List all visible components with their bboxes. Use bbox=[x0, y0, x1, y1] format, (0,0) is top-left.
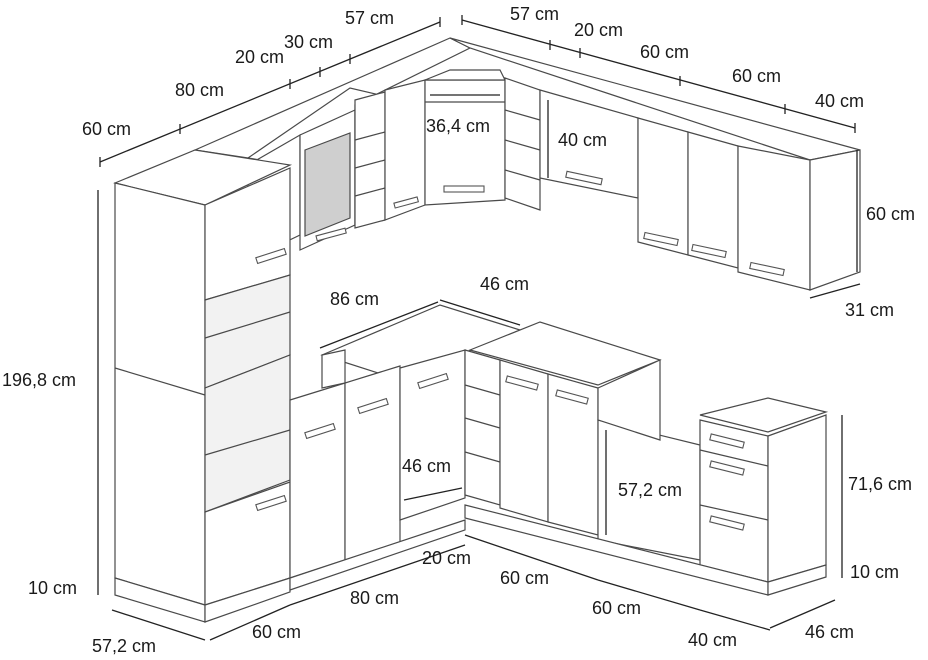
label-counter-86: 86 cm bbox=[330, 289, 379, 309]
label-top-60: 60 cm bbox=[82, 119, 131, 139]
label-right-top-20: 20 cm bbox=[574, 20, 623, 40]
label-base-front-60: 60 cm bbox=[252, 622, 301, 642]
label-base-depth-57-2: 57,2 cm bbox=[92, 636, 156, 656]
label-base-right-40: 40 cm bbox=[688, 630, 737, 650]
label-right-top-60a: 60 cm bbox=[640, 42, 689, 62]
label-right-top-40: 40 cm bbox=[815, 91, 864, 111]
label-corner-36-4: 36,4 cm bbox=[426, 116, 490, 136]
dimension-labels: 57 cm 30 cm 20 cm 80 cm 60 cm 57 cm 20 c… bbox=[2, 4, 915, 656]
label-top-80: 80 cm bbox=[175, 80, 224, 100]
label-wall-depth-31: 31 cm bbox=[845, 300, 894, 320]
label-base-right-60a: 60 cm bbox=[500, 568, 549, 588]
label-inner-57-2: 57,2 cm bbox=[618, 480, 682, 500]
label-base-right-46: 46 cm bbox=[805, 622, 854, 642]
wall-cabinets-right bbox=[449, 37, 861, 291]
label-right-top-60b: 60 cm bbox=[732, 66, 781, 86]
label-plinth-left-10: 10 cm bbox=[28, 578, 77, 598]
label-counter-46: 46 cm bbox=[480, 274, 529, 294]
label-base-height-71-6: 71,6 cm bbox=[848, 474, 912, 494]
label-base-right-60b: 60 cm bbox=[592, 598, 641, 618]
label-top-20: 20 cm bbox=[235, 47, 284, 67]
label-inner-46: 46 cm bbox=[402, 456, 451, 476]
label-tall-height: 196,8 cm bbox=[2, 370, 76, 390]
base-cabinets-left bbox=[289, 304, 522, 591]
label-plinth-right-10: 10 cm bbox=[850, 562, 899, 582]
label-right-top-57: 57 cm bbox=[510, 4, 559, 24]
tall-unit bbox=[113, 149, 293, 623]
dimension-lines bbox=[97, 15, 861, 641]
label-top-back-57: 57 cm bbox=[345, 8, 394, 28]
label-base-front-20: 20 cm bbox=[422, 548, 471, 568]
base-cabinets-right bbox=[464, 321, 829, 596]
label-wall-height-60: 60 cm bbox=[866, 204, 915, 224]
label-top-30: 30 cm bbox=[284, 32, 333, 52]
label-base-front-80: 80 cm bbox=[350, 588, 399, 608]
label-wall-depth-40: 40 cm bbox=[558, 130, 607, 150]
